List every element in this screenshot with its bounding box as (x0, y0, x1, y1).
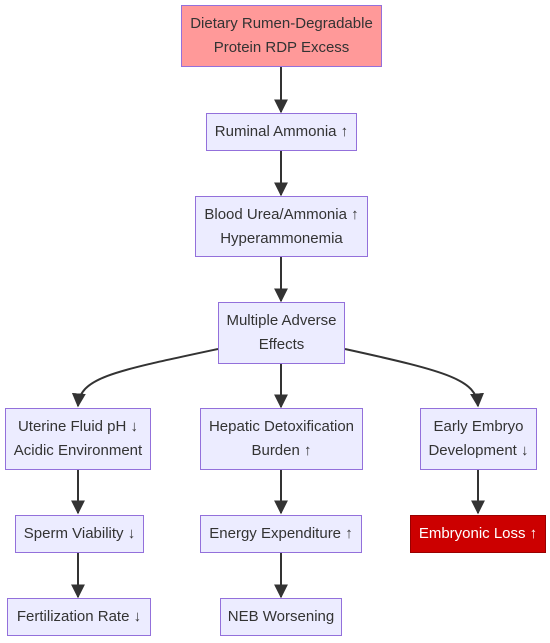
node-early-embryo-line2: Development ↓ (428, 442, 529, 459)
node-fertilization-rate-line1: Fertilization Rate ↓ (16, 608, 142, 625)
node-embryonic-loss: Embryonic Loss ↑ (410, 515, 546, 553)
node-sperm-viability-line1: Sperm Viability ↓ (23, 525, 136, 542)
edge-adverse-to-uterine (71, 348, 219, 408)
node-blood-urea-line1: Blood Urea/Ammonia ↑ (204, 205, 359, 223)
node-adverse-effects: Multiple Adverse Effects (218, 302, 345, 364)
node-energy-expenditure: Energy Expenditure ↑ (200, 515, 362, 553)
node-blood-urea: Blood Urea/Ammonia ↑ Hyperammonemia (195, 196, 368, 257)
node-uterine-ph: Uterine Fluid pH ↓ Acidic Environment (5, 408, 151, 470)
node-energy-expenditure-line1: Energy Expenditure ↑ (209, 525, 353, 542)
node-ruminal-ammonia: Ruminal Ammonia ↑ (206, 113, 357, 151)
node-fertilization-rate: Fertilization Rate ↓ (7, 598, 151, 636)
node-adverse-effects-line2: Effects (258, 336, 305, 353)
node-uterine-ph-line1: Uterine Fluid pH ↓ (17, 418, 139, 435)
node-sperm-viability: Sperm Viability ↓ (15, 515, 144, 553)
edge-adverse-to-early-embryo (344, 348, 485, 408)
node-adverse-effects-line1: Multiple Adverse (226, 312, 337, 329)
node-blood-urea-line2: Hyperammonemia (220, 229, 343, 247)
node-neb-worsening: NEB Worsening (220, 598, 342, 636)
node-rdp-excess: Dietary Rumen-Degradable Protein RDP Exc… (181, 5, 382, 67)
node-early-embryo: Early Embryo Development ↓ (420, 408, 537, 470)
node-hepatic: Hepatic Detoxification Burden ↑ (200, 408, 363, 470)
node-embryonic-loss-line1: Embryonic Loss ↑ (418, 525, 538, 542)
node-early-embryo-line1: Early Embryo (433, 418, 524, 435)
node-rdp-excess-line1: Dietary Rumen-Degradable (190, 15, 373, 32)
node-neb-worsening-line1: NEB Worsening (227, 608, 335, 625)
node-hepatic-line1: Hepatic Detoxification (208, 418, 355, 435)
node-ruminal-ammonia-line1: Ruminal Ammonia ↑ (214, 123, 349, 140)
node-uterine-ph-line2: Acidic Environment (13, 442, 143, 459)
node-rdp-excess-line2: Protein RDP Excess (213, 39, 350, 56)
node-hepatic-line2: Burden ↑ (251, 442, 312, 459)
